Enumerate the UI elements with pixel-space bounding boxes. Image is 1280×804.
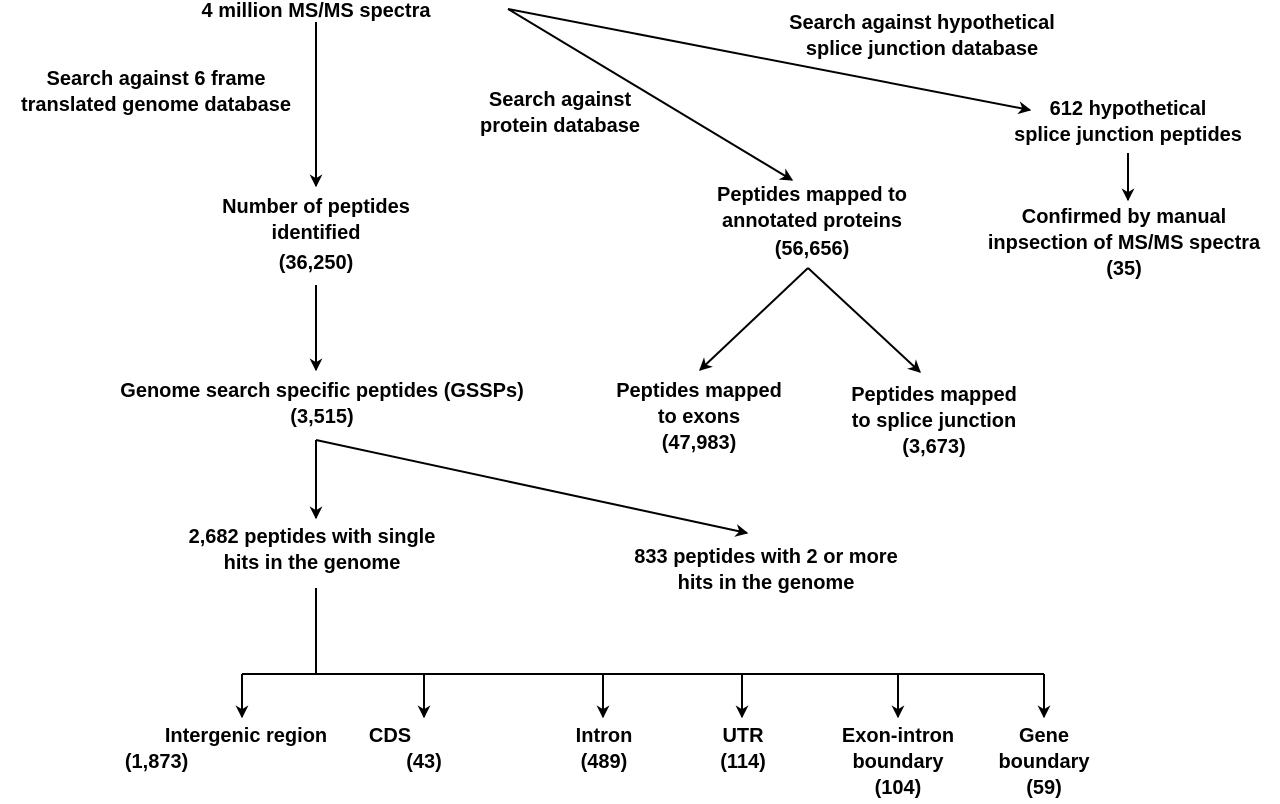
node-multi-hits: 833 peptides with 2 or more hits in the …	[634, 544, 897, 596]
node-line: Peptides mapped	[616, 380, 782, 402]
node-single-hits: 2,682 peptides with single hits in the g…	[189, 524, 436, 576]
node-hypothetical-splice: 612 hypothetical splice junction peptide…	[1014, 96, 1242, 148]
node-count: (56,656)	[774, 238, 850, 260]
edge-label-line: Search against	[488, 89, 632, 111]
node-spectra: 4 million MS/MS spectra	[202, 0, 431, 24]
node-count: (47,983)	[661, 432, 737, 454]
node-count: (3,515)	[290, 406, 354, 428]
arrow-spectra-to-annotated	[507, 8, 794, 181]
node-line: Peptides mapped	[851, 384, 1017, 406]
node-line: Confirmed by manual	[1021, 206, 1227, 228]
node-confirmed-manual: Confirmed by manual inpsection of MS/MS …	[988, 204, 1260, 282]
node-count: (35)	[1106, 258, 1142, 280]
node-line: CDS	[368, 725, 412, 747]
node-line: UTR	[722, 725, 764, 747]
edge-label-line: Search against 6 frame	[46, 68, 266, 90]
edge-label-protein-db: Search against protein database	[480, 87, 640, 139]
edge-label-line: protein database	[479, 115, 641, 137]
node-intergenic: Intergenic region (1,873)	[125, 723, 328, 775]
node-exon-intron: Exon-intron boundary (104)	[842, 723, 954, 801]
node-line: hits in the genome	[677, 572, 855, 594]
edge-label-six-frame: Search against 6 frame translated genome…	[21, 66, 291, 118]
node-line: Number of peptides	[222, 196, 410, 218]
node-count: (114)	[720, 751, 766, 773]
node-peptides-identified: Number of peptides identified (36,250)	[222, 194, 410, 276]
node-line: Intron	[575, 725, 633, 747]
node-mapped-splice: Peptides mapped to splice junction (3,67…	[851, 382, 1017, 460]
node-cds: CDS (43)	[358, 723, 442, 775]
node-line: identified	[271, 222, 361, 244]
node-utr: UTR (114)	[720, 723, 766, 775]
node-line: 2,682 peptides with single	[188, 526, 436, 548]
arrow-annotated-to-exons	[699, 267, 809, 371]
node-spectra-line: 4 million MS/MS spectra	[201, 0, 431, 22]
node-line: boundary	[852, 751, 944, 773]
node-line: inpsection of MS/MS spectra	[987, 232, 1261, 254]
arrow-annotated-to-splice	[807, 267, 921, 373]
arrow-spectra-to-hypothetical	[507, 8, 1032, 115]
node-intron: Intron (489)	[576, 723, 633, 775]
node-line: Genome search specific peptides (GSSPs)	[120, 380, 524, 402]
node-count: (36,250)	[278, 252, 354, 274]
node-count: (104)	[874, 777, 922, 799]
node-count: (59)	[1026, 777, 1062, 799]
edge-label-line: translated genome database	[20, 94, 292, 116]
node-line: 612 hypothetical	[1049, 98, 1207, 120]
edge-label-splice-db: Search against hypothetical splice junct…	[789, 10, 1055, 62]
node-line: Gene	[1018, 725, 1070, 747]
node-count: (43)	[406, 751, 442, 773]
node-count: (1,873)	[124, 751, 189, 773]
arrow-gssps-to-multi	[315, 439, 749, 537]
node-line: Peptides mapped to	[716, 184, 908, 206]
node-line: to splice junction	[851, 410, 1017, 432]
node-line: 833 peptides with 2 or more	[634, 546, 898, 568]
node-count: (489)	[580, 751, 628, 773]
node-count: (3,673)	[902, 436, 966, 458]
node-line: boundary	[998, 751, 1090, 773]
node-line: hits in the genome	[223, 552, 401, 574]
node-gene-boundary: Gene boundary (59)	[998, 723, 1089, 801]
node-line: Exon-intron	[841, 725, 955, 747]
edge-label-line: splice junction database	[805, 38, 1039, 60]
node-line: to exons	[657, 406, 741, 428]
edge-label-line: Search against hypothetical	[789, 12, 1055, 34]
node-annotated-proteins: Peptides mapped to annotated proteins (5…	[717, 182, 907, 262]
node-mapped-exons: Peptides mapped to exons (47,983)	[616, 378, 782, 456]
node-gssps: Genome search specific peptides (GSSPs) …	[120, 378, 523, 430]
node-line: Intergenic region	[164, 725, 328, 747]
node-line: annotated proteins	[721, 210, 902, 232]
node-line: splice junction peptides	[1014, 124, 1242, 146]
